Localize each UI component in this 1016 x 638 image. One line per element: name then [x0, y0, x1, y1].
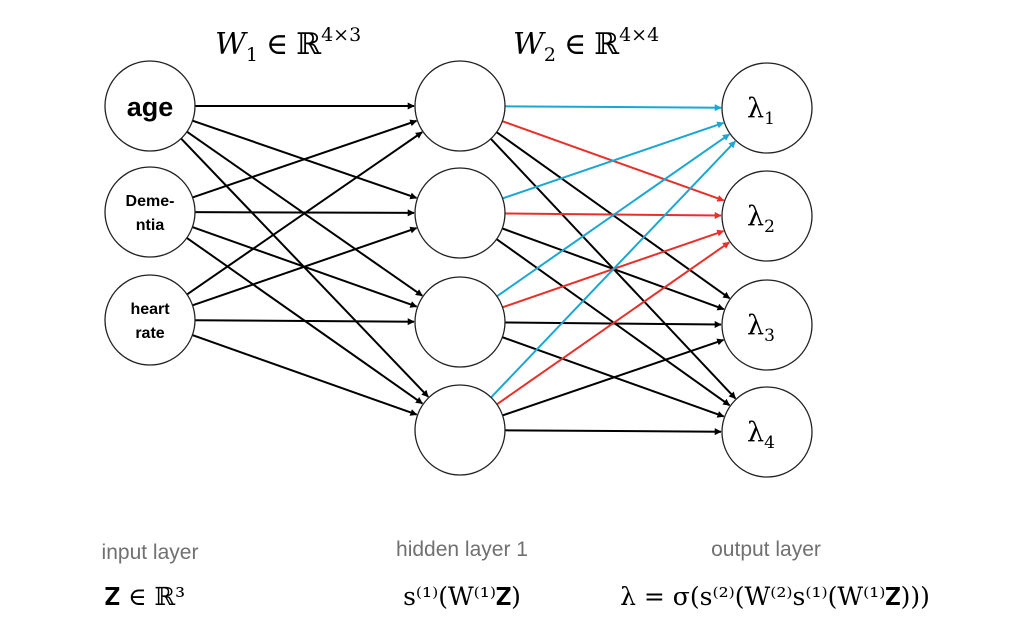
input-node-1: age: [104, 60, 196, 152]
edge-input3-hidden4: [192, 334, 418, 416]
edge-hidden2-output1: [502, 121, 725, 200]
output-node-label: λ1: [747, 93, 775, 129]
w2-sub: 2: [544, 44, 556, 66]
w1-rel: ∈: [266, 27, 288, 62]
output-node-2: λ2: [721, 170, 813, 262]
edge-input3-hidden2: [192, 226, 418, 307]
hidden-node-4: [414, 384, 506, 476]
w1-label: W1 ∈ℝ4×3: [215, 24, 361, 66]
edge-hidden3-output1: [496, 133, 730, 298]
hidden-layer-formula: s⁽¹⁾(W⁽¹⁾𝐙): [403, 582, 521, 611]
hidden-node-2: [414, 167, 506, 259]
edge-hidden4-output2: [496, 241, 730, 406]
input-layer-caption: input layer: [102, 541, 199, 564]
edge-hidden4-output3: [502, 338, 725, 417]
output-node-4: λ4: [721, 386, 813, 478]
output-node-label: λ3: [747, 310, 775, 346]
edge-hidden4-output4: [504, 428, 722, 436]
output-node-3: λ3: [721, 279, 813, 371]
w1-base: W: [215, 27, 248, 62]
w2-sup: 4×4: [619, 24, 659, 46]
w1-sub: 1: [246, 44, 258, 66]
edge-input3-hidden1: [186, 131, 423, 296]
input-node-label: rate: [135, 325, 164, 342]
output-layer-caption: output layer: [711, 538, 821, 561]
input-node-label: Deme-: [126, 193, 175, 210]
w2-label: W2 ∈ℝ4×4: [513, 24, 659, 66]
output-node-1: λ1: [721, 62, 813, 154]
edges: [180, 102, 737, 436]
input-node-3: heart rate: [104, 274, 196, 366]
w2-set: ℝ: [594, 27, 620, 62]
hidden-node-3: [414, 276, 506, 368]
output-node-label: λ2: [747, 201, 775, 237]
w1-sup: 4×3: [321, 24, 361, 46]
edge-input2-hidden1: [192, 119, 418, 199]
output-layer-formula: λ = σ(s⁽²⁾(W⁽²⁾s⁽¹⁾(W⁽¹⁾𝐙))): [620, 582, 930, 611]
hidden-layer-caption: hidden layer 1: [396, 538, 528, 561]
input-node-label: heart: [130, 301, 170, 318]
edge-hidden1-output1: [504, 104, 722, 112]
w2-base: W: [513, 27, 546, 62]
input-layer-formula: 𝐙 ∈ ℝ³: [105, 582, 185, 611]
w1-set: ℝ: [296, 27, 322, 62]
w2-rel: ∈: [564, 27, 586, 62]
edge-input3-hidden3: [194, 318, 415, 326]
input-node-2: Deme-ntia: [104, 166, 196, 258]
input-node-label: age: [127, 92, 174, 122]
output-node-label: λ4: [747, 417, 775, 453]
input-node-label: ntia: [136, 217, 165, 234]
edge-hidden4-output1: [490, 140, 736, 399]
hidden-node-1: [414, 60, 506, 152]
